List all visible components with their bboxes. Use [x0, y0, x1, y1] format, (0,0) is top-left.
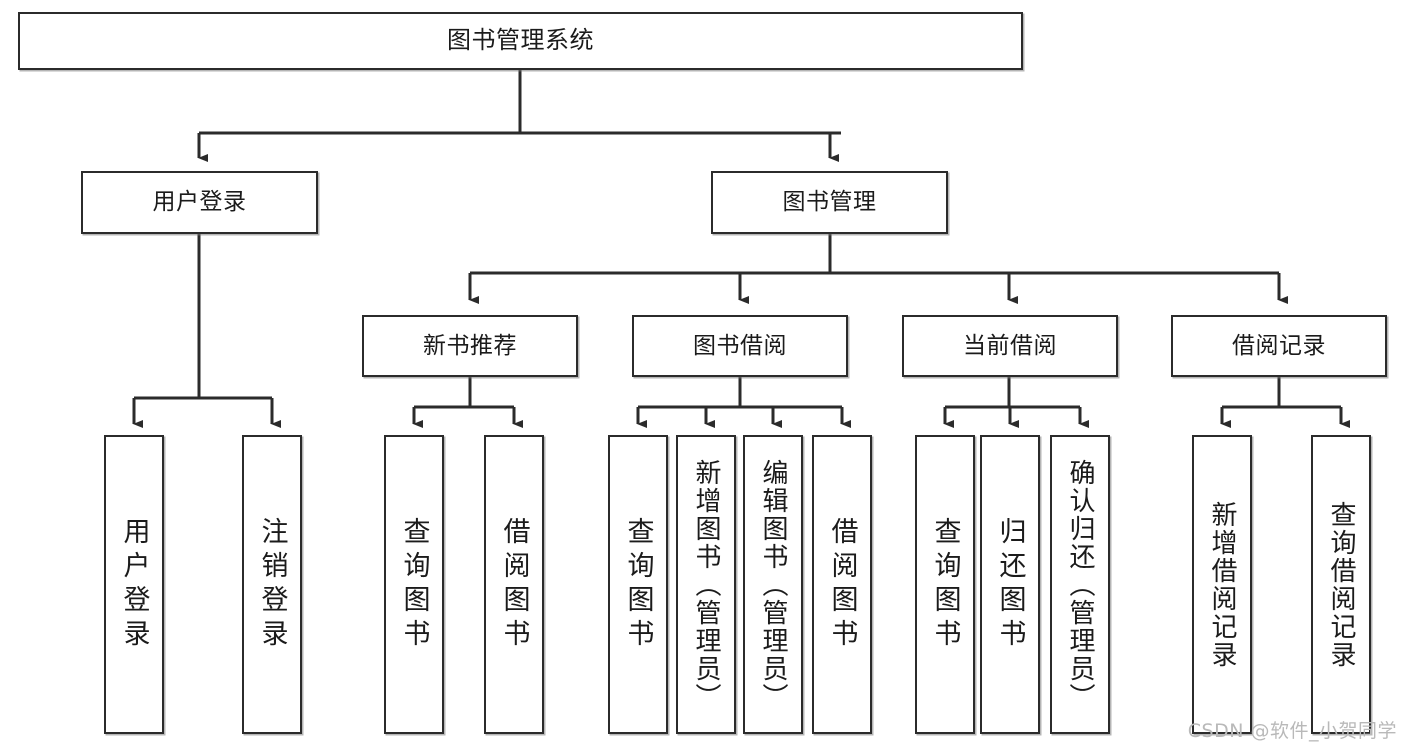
node-leaf-query-borrow-record-label: 查询借阅记录 — [1326, 500, 1356, 669]
node-leaf-borrow-book-1[interactable]: 借阅图书 — [484, 435, 544, 734]
node-leaf-query-book-2-label: 查询图书 — [622, 516, 654, 653]
node-leaf-edit-book[interactable]: 编辑图书（管理员） — [743, 435, 803, 734]
node-leaf-add-borrow-record-label: 新增借阅记录 — [1207, 500, 1237, 669]
node-leaf-confirm-return-label: 确认归还（管理员） — [1065, 458, 1095, 711]
node-leaf-edit-book-label: 编辑图书（管理员） — [758, 458, 788, 711]
node-leaf-user-login[interactable]: 用户登录 — [104, 435, 164, 734]
node-leaf-return-book[interactable]: 归还图书 — [980, 435, 1040, 734]
node-user-login[interactable]: 用户登录 — [81, 171, 318, 234]
node-root-label: 图书管理系统 — [447, 26, 594, 55]
node-leaf-user-login-label: 用户登录 — [118, 516, 150, 653]
node-book-borrow-label: 图书借阅 — [693, 332, 787, 359]
node-leaf-query-book-1-label: 查询图书 — [398, 516, 430, 653]
node-borrow-record[interactable]: 借阅记录 — [1171, 315, 1387, 377]
node-leaf-query-book-2[interactable]: 查询图书 — [608, 435, 668, 734]
node-current-borrow[interactable]: 当前借阅 — [902, 315, 1118, 377]
node-leaf-logout-login[interactable]: 注销登录 — [242, 435, 302, 734]
node-new-book-recommend[interactable]: 新书推荐 — [362, 315, 578, 377]
node-leaf-return-book-label: 归还图书 — [994, 516, 1026, 653]
node-leaf-add-borrow-record[interactable]: 新增借阅记录 — [1192, 435, 1252, 734]
node-borrow-record-label: 借阅记录 — [1232, 332, 1326, 359]
node-leaf-borrow-book-2[interactable]: 借阅图书 — [812, 435, 872, 734]
node-leaf-query-book-1[interactable]: 查询图书 — [384, 435, 444, 734]
node-leaf-borrow-book-1-label: 借阅图书 — [498, 516, 530, 653]
node-leaf-query-book-3[interactable]: 查询图书 — [915, 435, 975, 734]
node-book-manage[interactable]: 图书管理 — [711, 171, 948, 234]
node-user-login-label: 用户登录 — [152, 189, 247, 216]
node-book-manage-label: 图书管理 — [782, 189, 877, 216]
node-new-book-recommend-label: 新书推荐 — [423, 332, 517, 359]
node-leaf-borrow-book-2-label: 借阅图书 — [826, 516, 858, 653]
csdn-watermark: CSDN @软件_小贺同学 — [1187, 720, 1397, 742]
node-leaf-query-book-3-label: 查询图书 — [929, 516, 961, 653]
node-leaf-add-book[interactable]: 新增图书（管理员） — [676, 435, 736, 734]
node-leaf-logout-login-label: 注销登录 — [256, 516, 288, 653]
node-leaf-add-book-label: 新增图书（管理员） — [691, 458, 721, 711]
node-root[interactable]: 图书管理系统 — [18, 12, 1023, 70]
node-current-borrow-label: 当前借阅 — [963, 332, 1057, 359]
node-leaf-query-borrow-record[interactable]: 查询借阅记录 — [1311, 435, 1371, 734]
node-book-borrow[interactable]: 图书借阅 — [632, 315, 848, 377]
node-leaf-confirm-return[interactable]: 确认归还（管理员） — [1050, 435, 1110, 734]
